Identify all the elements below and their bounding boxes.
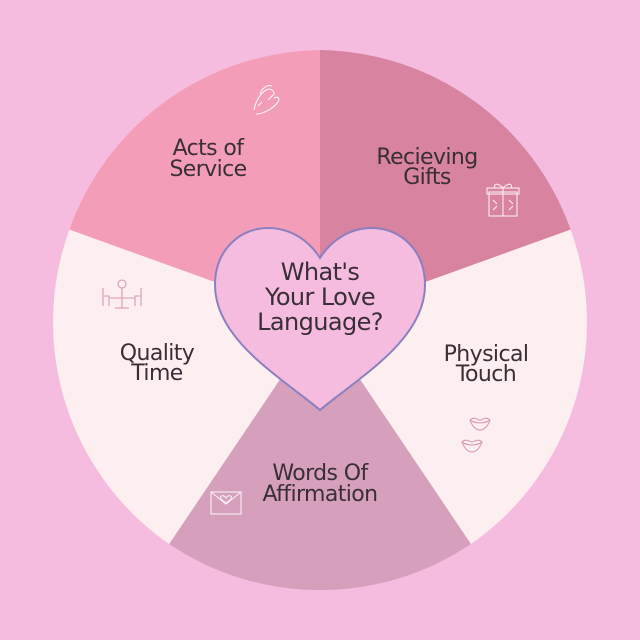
dinner-table-icon xyxy=(102,279,142,309)
envelope-heart-icon xyxy=(210,491,242,515)
touch-label-line1: Physical xyxy=(444,342,529,367)
acts-label-line1: Acts of xyxy=(173,136,246,161)
hand-icon xyxy=(253,84,280,115)
time-label-line2: Time xyxy=(130,361,183,386)
touch-label-line2: Touch xyxy=(455,362,516,387)
center-heart xyxy=(213,226,427,412)
lips-icon xyxy=(461,417,491,453)
center-title-line2: Your Love xyxy=(264,283,375,311)
acts-label-line2: Service xyxy=(169,157,246,182)
center-title-line1: What's xyxy=(281,258,360,286)
segment-words-of-affirmation xyxy=(169,320,471,591)
time-label-line1: Quality xyxy=(120,341,195,366)
words-label-line2: Affirmation xyxy=(263,482,378,507)
gifts-label-line1: Recieving xyxy=(376,145,477,170)
center-title-line3: Language? xyxy=(257,308,383,336)
words-label-line1: Words Of xyxy=(272,461,369,486)
gift-icon xyxy=(486,183,520,217)
gifts-label-line2: Gifts xyxy=(403,165,451,190)
